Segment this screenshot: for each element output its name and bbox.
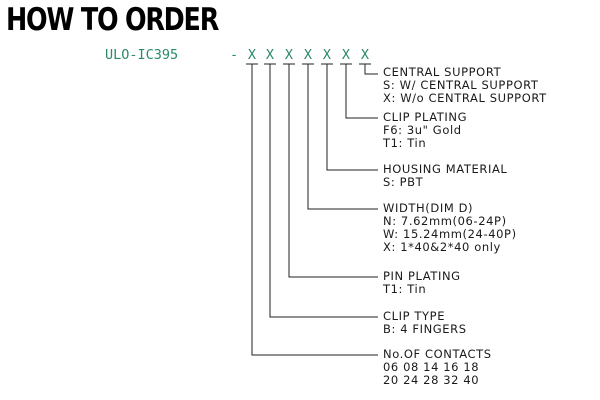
group-option: B: 4 FINGERS — [383, 322, 467, 336]
group-option: 20 24 28 32 40 — [383, 373, 480, 387]
group-heading: CLIP TYPE — [383, 309, 446, 323]
group-option: S: PBT — [383, 175, 424, 189]
group-option: S: W/ CENTRAL SUPPORT — [383, 78, 539, 92]
part-number-separator: - — [230, 47, 239, 63]
page-title: HOW TO ORDER — [6, 2, 219, 38]
connector-housing-material — [326, 64, 378, 171]
connector-width — [307, 64, 378, 210]
group-central-support: CENTRAL SUPPORT S: W/ CENTRAL SUPPORT X:… — [383, 66, 547, 105]
group-clip-type: CLIP TYPE B: 4 FINGERS — [383, 310, 467, 336]
group-option: 06 08 14 16 18 — [383, 360, 480, 374]
connector-clip-type — [269, 64, 378, 318]
group-clip-plating: CLIP PLATING F6: 3u" Gold T1: Tin — [383, 111, 467, 150]
code-position-5: X — [284, 47, 294, 63]
group-option: N: 7.62mm(06-24P) — [383, 214, 507, 228]
group-option: F6: 3u" Gold — [383, 123, 462, 137]
part-number-prefix: ULO-IC395 — [105, 47, 179, 63]
group-option: T1: Tin — [383, 136, 427, 150]
group-option: X: W/o CENTRAL SUPPORT — [383, 91, 547, 105]
code-position-1: X — [360, 47, 370, 63]
group-housing-material: HOUSING MATERIAL S: PBT — [383, 163, 507, 189]
group-option: X: 1*40&2*40 only — [383, 240, 501, 254]
group-width: WIDTH(DIM D) N: 7.62mm(06-24P) W: 15.24m… — [383, 202, 517, 254]
code-position-2: X — [341, 47, 351, 63]
code-position-6: X — [265, 47, 275, 63]
group-option: W: 15.24mm(24-40P) — [383, 227, 517, 241]
group-heading: HOUSING MATERIAL — [383, 162, 508, 176]
group-no-of-contacts: No.OF CONTACTS 06 08 14 16 18 20 24 28 3… — [383, 348, 492, 387]
connector-clip-plating — [345, 64, 378, 119]
group-option: T1: Tin — [383, 282, 427, 296]
code-position-4: X — [303, 47, 313, 63]
connector-central-support — [364, 64, 378, 75]
group-pin-plating: PIN PLATING T1: Tin — [383, 270, 461, 296]
connector-pin-plating — [288, 64, 378, 278]
connector-no-of-contacts — [251, 64, 378, 356]
group-heading: PIN PLATING — [383, 269, 461, 283]
group-heading: WIDTH(DIM D) — [383, 201, 474, 215]
group-heading: No.OF CONTACTS — [383, 347, 492, 361]
code-position-3: X — [322, 47, 332, 63]
group-heading: CLIP PLATING — [383, 110, 468, 124]
code-position-7: X — [247, 47, 257, 63]
group-heading: CENTRAL SUPPORT — [383, 65, 502, 79]
